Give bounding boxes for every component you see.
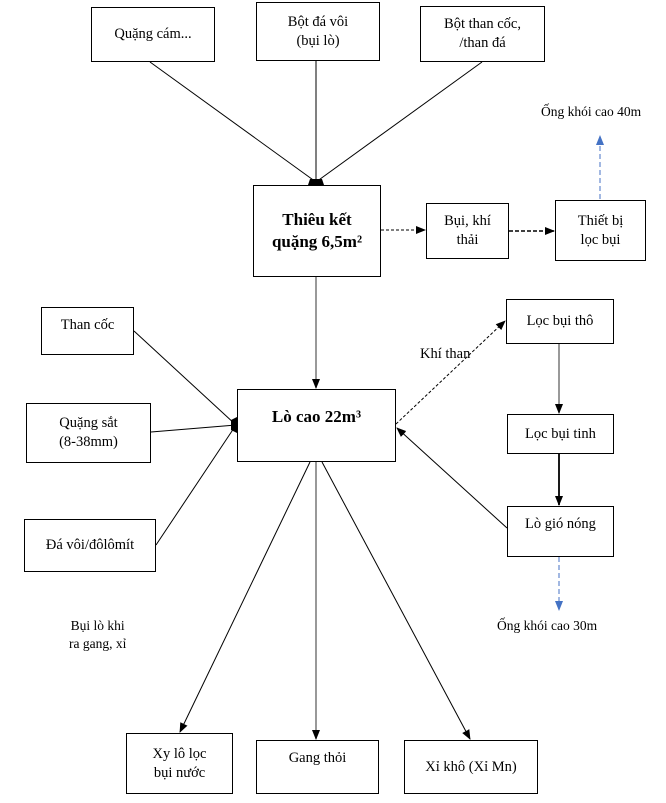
edge-lo-cao-to-xi-kho (321, 461, 471, 740)
node-than-coc: Than cốc (41, 307, 134, 355)
label-bui-lo-ra-gang: Bụi lò khi ra gang, xỉ (69, 618, 127, 651)
node-bui-khi-thai-label: Bụi, khí thải (444, 213, 491, 248)
merge-arrowhead-top (308, 179, 324, 185)
node-bot-da-voi-label: Bột đá vôi (bụi lò) (287, 13, 349, 49)
node-xi-kho-label: Xỉ khô (Xỉ Mn) (425, 758, 517, 775)
node-gang-thoi: Gang thỏi (256, 740, 379, 794)
node-bui-khi-thai: Bụi, khí thải (426, 203, 509, 259)
node-bot-than-coc: Bột than cốc, /than đá (420, 6, 545, 62)
node-quang-cam-label: Quặng cám... (114, 26, 192, 43)
node-da-voi-dolomit-label: Đá vôi/đôlômít (45, 537, 135, 554)
node-loc-bui-tho-label: Lọc bụi thô (526, 313, 594, 330)
node-quang-cam: Quặng cám... (91, 7, 215, 62)
node-thiet-bi-loc-bui: Thiết bị lọc bụi (555, 200, 646, 261)
edge-than-coc-to-lo-cao (133, 330, 237, 426)
node-loc-bui-tinh-label: Lọc bụi tinh (525, 425, 596, 442)
node-xi-kho: Xỉ khô (Xỉ Mn) (404, 740, 538, 794)
node-da-voi-dolomit: Đá vôi/đôlômít (24, 519, 156, 572)
edge-bot-than-coc-to-thieu-ket (315, 61, 483, 183)
node-thieu-ket: Thiêu kết quặng 6,5m² (253, 185, 381, 277)
edge-quang-sat-to-lo-cao (150, 424, 237, 433)
edge-lo-cao-to-loc-bui-tho (395, 320, 506, 425)
node-quang-sat: Quặng sắt (8-38mm) (26, 403, 151, 463)
label-ong-khoi-30: Ống khói cao 30m (497, 618, 598, 633)
edge-lo-gio-to-lo-cao (396, 427, 508, 529)
edge-lo-cao-to-xy-lo (179, 461, 311, 733)
node-than-coc-label: Than cốc (60, 317, 115, 333)
edge-da-voi-to-lo-cao (155, 424, 237, 546)
node-thieu-ket-label: Thiêu kết quặng 6,5m² (271, 209, 363, 251)
node-xy-lo-label: Xy lô lọc bụi nước (152, 745, 207, 781)
node-lo-gio-nong-label: Lò gió nóng (525, 516, 596, 532)
edge-quang-cam-to-thieu-ket (149, 61, 317, 183)
node-bot-than-coc-label: Bột than cốc, /than đá (444, 16, 521, 51)
node-lo-cao: Lò cao 22m³ (237, 389, 396, 462)
label-khi-than: Khí than (420, 346, 471, 362)
node-lo-gio-nong: Lò gió nóng (507, 506, 614, 557)
node-thiet-bi-loc-bui-label: Thiết bị lọc bụi (577, 212, 624, 248)
merge-arrowhead-left (231, 417, 237, 433)
label-ong-khoi-40: Ống khói cao 40m (541, 104, 642, 119)
node-loc-bui-tinh: Lọc bụi tinh (507, 414, 614, 454)
node-xy-lo: Xy lô lọc bụi nước (126, 733, 233, 794)
node-gang-thoi-label: Gang thỏi (288, 750, 347, 766)
node-quang-sat-label: Quặng sắt (8-38mm) (59, 415, 118, 450)
node-lo-cao-label: Lò cao 22m³ (271, 407, 362, 426)
node-bot-da-voi: Bột đá vôi (bụi lò) (256, 2, 380, 61)
node-loc-bui-tho: Lọc bụi thô (506, 299, 614, 344)
